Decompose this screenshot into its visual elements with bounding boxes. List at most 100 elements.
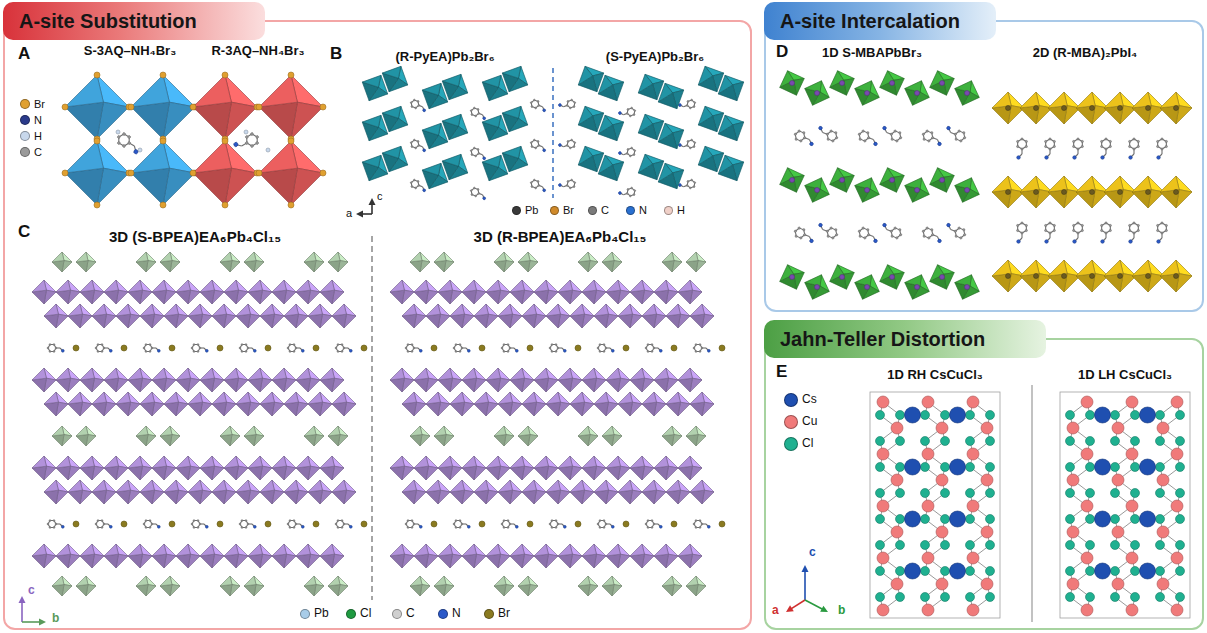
- octahedron: [224, 544, 248, 568]
- atom: [453, 347, 455, 349]
- octahedron-face: [244, 585, 256, 597]
- atom: [515, 525, 518, 528]
- octahedron-face: [152, 544, 166, 556]
- benzene-ring: [566, 99, 576, 108]
- atom: [647, 351, 649, 353]
- octahedron: [272, 368, 296, 392]
- atom: [411, 520, 413, 522]
- octahedron-face: [594, 304, 608, 316]
- octahedron: [630, 456, 654, 480]
- octahedron-face: [296, 290, 310, 304]
- octahedron-face: [328, 576, 340, 586]
- octahedron-face: [498, 490, 512, 504]
- octahedron: [224, 456, 248, 480]
- atom: [160, 138, 166, 144]
- atom: [473, 107, 475, 109]
- atom: [503, 520, 505, 522]
- octahedron-face: [304, 435, 316, 447]
- octahedron-face: [558, 456, 572, 468]
- octahedron-face: [68, 490, 82, 504]
- atom: [575, 521, 581, 527]
- octahedron: [193, 75, 257, 139]
- atom: [407, 520, 409, 522]
- atom: [535, 187, 537, 189]
- atom: [627, 148, 629, 150]
- atom: [103, 523, 105, 525]
- octahedron: [176, 280, 200, 304]
- atom: [687, 180, 689, 182]
- octahedron-face: [606, 368, 620, 380]
- octahedron-face: [686, 576, 698, 586]
- atom: [535, 107, 537, 109]
- octahedron-face: [92, 304, 106, 316]
- octahedron-face: [104, 456, 118, 468]
- atom: [109, 349, 112, 352]
- octahedron: [534, 544, 558, 568]
- octahedron: [510, 456, 534, 480]
- octahedron-face: [65, 75, 103, 107]
- octahedron: [212, 480, 236, 504]
- octahedron-face: [382, 100, 403, 120]
- octahedron-face: [136, 435, 148, 447]
- octahedron-face: [510, 290, 524, 304]
- octahedron: [654, 280, 678, 304]
- atom: [431, 521, 437, 527]
- atom: [626, 112, 628, 114]
- octahedron: [296, 544, 320, 568]
- atom: [507, 527, 509, 529]
- atom: [337, 527, 339, 529]
- atom: [116, 130, 120, 134]
- organic-cation: [469, 146, 488, 160]
- octahedron-face: [224, 466, 238, 480]
- octahedron-face: [606, 280, 620, 292]
- atom: [530, 142, 532, 144]
- atom: [101, 351, 103, 353]
- organic-cation: [549, 520, 566, 529]
- octahedron: [690, 480, 714, 504]
- atom: [455, 344, 457, 346]
- octahedron: [140, 304, 164, 328]
- atom: [289, 520, 291, 522]
- octahedron-face: [654, 554, 668, 568]
- atom: [611, 349, 614, 352]
- octahedron: [68, 392, 92, 416]
- octahedron-face: [52, 252, 64, 262]
- octahedron: [498, 480, 522, 504]
- atom: [410, 182, 412, 184]
- atom: [571, 179, 573, 181]
- atom: [603, 351, 605, 353]
- octahedron-face: [486, 544, 500, 556]
- octahedron-face: [414, 280, 428, 292]
- octahedron-face: [212, 490, 226, 504]
- octahedron-face: [272, 280, 286, 292]
- atom: [695, 520, 697, 522]
- octahedron-face: [259, 75, 297, 107]
- octahedron-face: [128, 456, 142, 468]
- octahedron-face: [594, 490, 608, 504]
- atom: [413, 523, 415, 525]
- octahedron-face: [52, 585, 64, 597]
- octahedron-face: [474, 392, 488, 404]
- octahedron: [200, 456, 224, 480]
- octahedron: [654, 456, 678, 480]
- atom: [149, 520, 151, 522]
- octahedron-face: [296, 456, 310, 468]
- octahedron-face: [414, 378, 428, 392]
- octahedron-face: [522, 314, 536, 328]
- octahedron-face: [224, 280, 238, 292]
- atom: [49, 344, 51, 346]
- atom: [478, 152, 480, 154]
- octahedron-face: [414, 544, 428, 556]
- atom: [479, 521, 485, 527]
- atom: [301, 525, 304, 528]
- octahedron-face: [244, 261, 256, 273]
- atom: [205, 349, 208, 352]
- octahedron: [152, 368, 176, 392]
- octahedron: [486, 544, 510, 568]
- atom: [691, 99, 693, 101]
- octahedron: [570, 480, 594, 504]
- atom: [599, 351, 601, 353]
- octahedron: [662, 576, 682, 596]
- atom: [699, 344, 701, 346]
